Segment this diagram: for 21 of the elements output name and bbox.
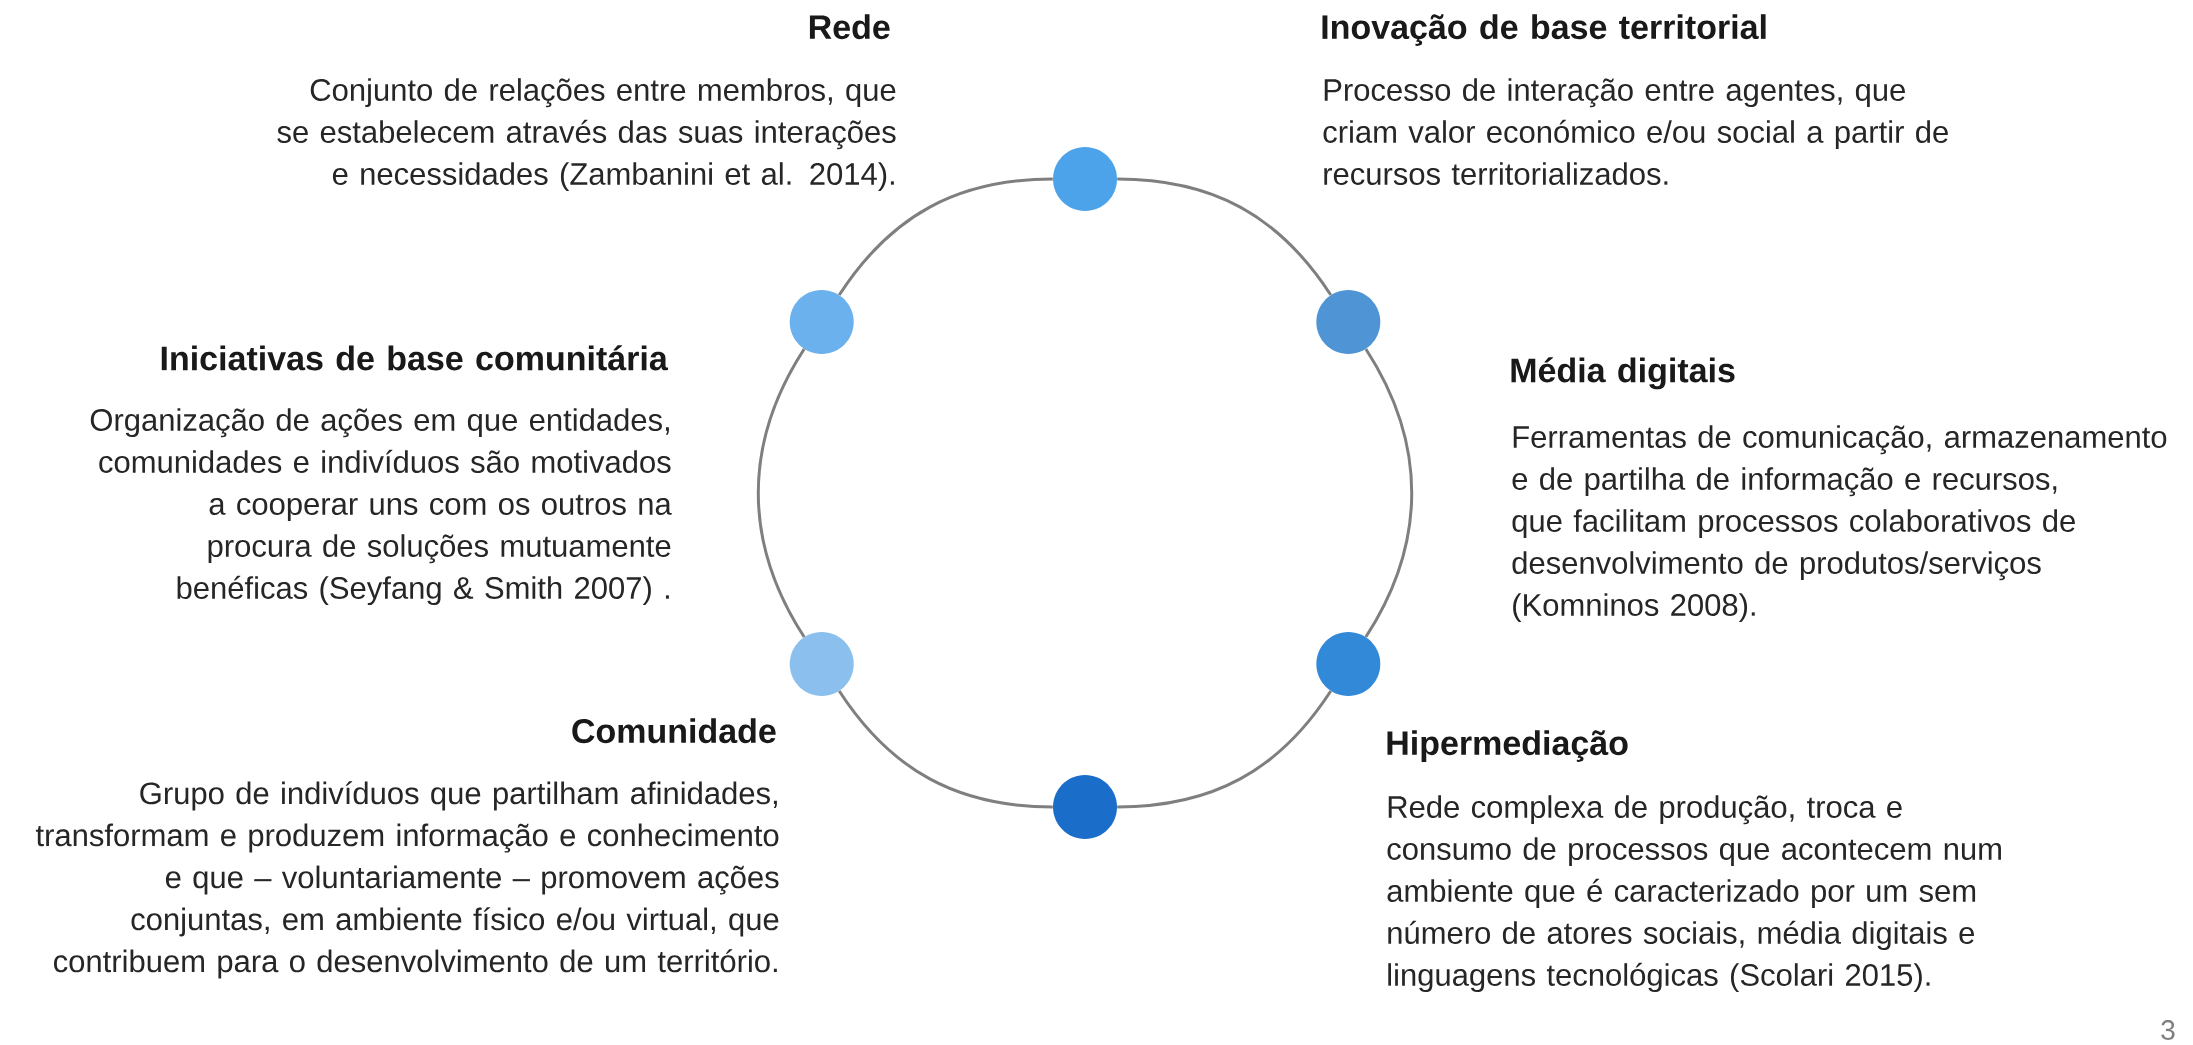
- dot: [1316, 632, 1381, 696]
- ring-arc: [838, 177, 1053, 296]
- description-text: Grupo de indivíduos que partilham afinidades, transformam e produzem informação e conhecimento e que – voluntariamente – promovem ações conjuntas, em ambiente físico e/ou virtual, que contribuem para o desenvolvimento de um território.: [35, 781, 779, 979]
- ring-arc: [1117, 690, 1332, 809]
- page-number: 3: [2161, 1020, 2175, 1040]
- heading: Rede: [809, 14, 890, 40]
- description-text: Rede complexa de produção, troca e consumo de processos que acontecem num ambiente que é caracterizado por um sem número de atores sociais, média digitais e linguagens tecnológicas (Scolari 2015).: [1387, 795, 2001, 993]
- ring-arc: [756, 348, 806, 638]
- heading: Média digitais: [1511, 357, 1735, 390]
- ring-arc: [1364, 348, 1414, 638]
- description-text: Organização de ações em que entidades, comunidades e indivíduos são motivados a cooperar uns com os outros na procura de soluções mutuamente benéficas (Seyfang & Smith 2007) .: [90, 408, 672, 606]
- ring-arc: [838, 690, 1053, 809]
- dot: [789, 632, 854, 696]
- description-text: Conjunto de relações entre membros, que se estabelecem através das suas interações e necessidades (Zambanini et al. 2014).: [277, 78, 896, 192]
- description-text: Ferramentas de comunicação, armazenamento e de partilha de informação e recursos, que facilitam processos colaborativos de desenvolvimento de produtos/serviços (Komninos 2008).: [1512, 425, 2167, 623]
- dot: [1053, 147, 1117, 211]
- heading: Inovação de base territorial: [1322, 14, 1766, 46]
- dot: [1316, 290, 1381, 354]
- dot: [789, 290, 854, 354]
- dot: [1053, 775, 1117, 839]
- ring-arc: [1117, 177, 1332, 296]
